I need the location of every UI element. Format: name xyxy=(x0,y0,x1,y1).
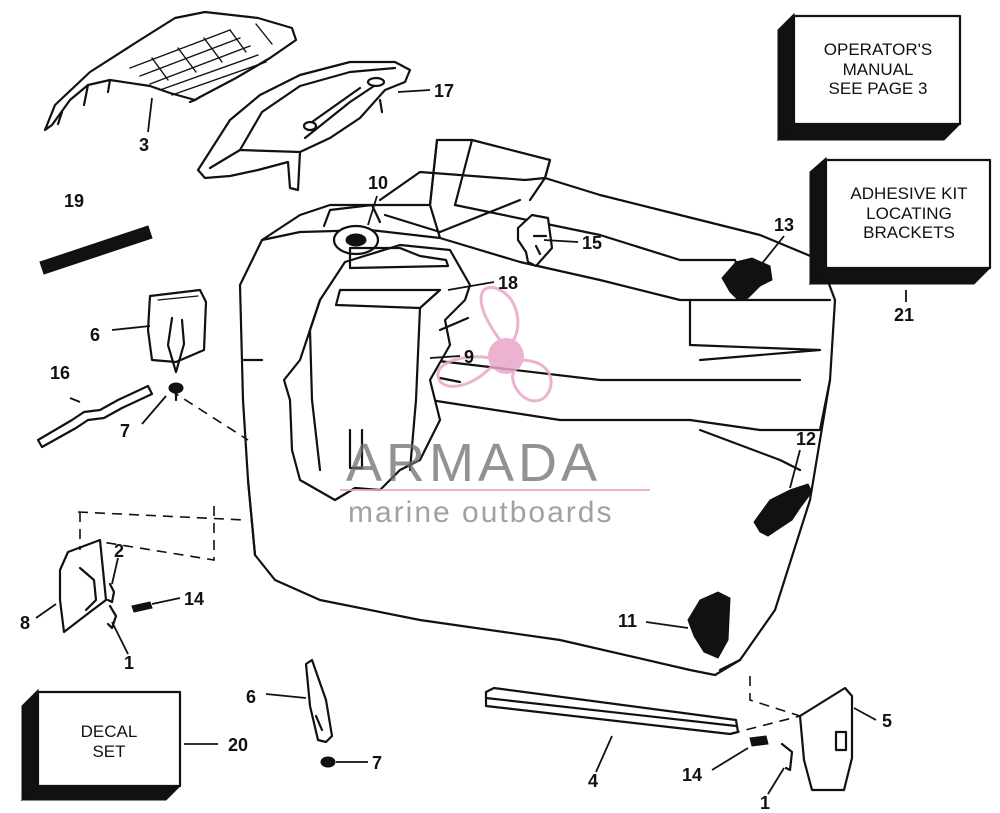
callout-1-right: 1 xyxy=(760,793,771,813)
part-5-rear-flap xyxy=(798,686,854,792)
callout-21: 21 xyxy=(894,305,915,325)
callout-7-lower: 7 xyxy=(372,753,383,773)
part-1-left-pin xyxy=(106,604,118,630)
adhesive-kit-label: ADHESIVE KIT LOCATING BRACKETS xyxy=(850,184,968,243)
callout-5: 5 xyxy=(882,711,893,731)
callout-9: 9 xyxy=(464,347,475,367)
callout-18: 18 xyxy=(498,273,519,293)
part-12-bracket xyxy=(753,483,813,537)
callout-12: 12 xyxy=(796,429,817,449)
part-7-lower-fastener xyxy=(320,756,336,768)
callout-15: 15 xyxy=(582,233,603,253)
callout-2: 2 xyxy=(114,541,125,561)
part-18-duct xyxy=(334,288,442,310)
part-19-decal-strip xyxy=(39,225,153,275)
callout-17: 17 xyxy=(434,81,455,101)
part-11-bracket xyxy=(687,591,731,659)
part-14-right-screw xyxy=(749,735,769,747)
watermark-logo xyxy=(340,286,650,491)
motor-cover xyxy=(238,138,837,677)
callout-20: 20 xyxy=(228,735,249,755)
part-6-lower-flap xyxy=(304,658,334,744)
callout-1-left: 1 xyxy=(124,653,135,673)
leader-lines xyxy=(35,89,907,795)
decal-set-label: DECAL SET xyxy=(80,722,138,761)
callout-6-lower: 6 xyxy=(246,687,257,707)
callout-7-upper: 7 xyxy=(120,421,131,441)
watermark-title: ARMADA xyxy=(346,433,602,493)
callout-8: 8 xyxy=(20,613,31,633)
part-4-bottom-rail xyxy=(484,686,740,736)
callout-13: 13 xyxy=(774,215,795,235)
callout-11: 11 xyxy=(618,611,638,631)
callout-16: 16 xyxy=(50,363,71,383)
part-3-grille-cover xyxy=(43,10,298,132)
part-17-rear-cover xyxy=(196,60,412,192)
part-1-right-pin xyxy=(780,742,794,772)
part-6-upper-flap xyxy=(146,288,208,374)
part-13-bracket xyxy=(721,257,773,301)
operators-manual-label: OPERATOR'S MANUAL SEE PAGE 3 xyxy=(823,40,933,99)
callout-6-upper: 6 xyxy=(90,325,101,345)
callout-4: 4 xyxy=(588,771,599,791)
callout-19: 19 xyxy=(64,191,85,211)
part-2-clip xyxy=(106,582,116,604)
part-15-bracket xyxy=(516,213,554,268)
watermark-subtitle: marine outboards xyxy=(348,496,614,529)
part-16-seal-strip xyxy=(36,384,154,449)
callout-14-left: 14 xyxy=(184,589,205,609)
part-14-left-screw xyxy=(131,601,153,613)
part-manual-box xyxy=(776,12,962,142)
part-21-adhesive-box xyxy=(808,156,992,286)
callout-14-right: 14 xyxy=(682,765,703,785)
part-8-side-flap xyxy=(58,538,108,634)
callout-10: 10 xyxy=(368,173,389,193)
part-20-decal-box xyxy=(20,688,182,802)
callout-3: 3 xyxy=(139,135,150,155)
part-9-baffle xyxy=(282,243,472,502)
alignment-lines xyxy=(77,389,801,735)
